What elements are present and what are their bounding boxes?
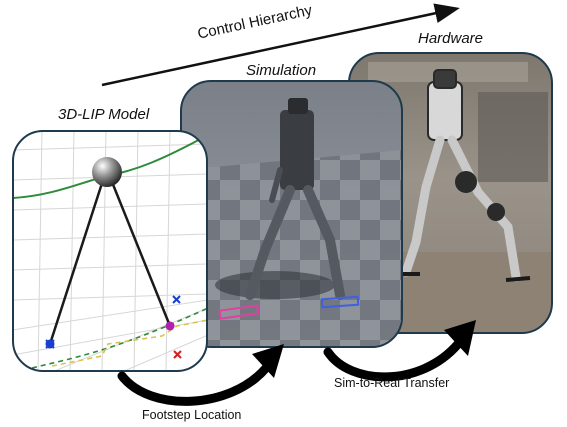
footstep-arrowhead <box>252 344 284 378</box>
lip-panel-title: 3D-LIP Model <box>58 106 150 123</box>
pendulum-mass <box>92 157 122 187</box>
footstep-location-label: Footstep Location <box>142 408 242 422</box>
sim-to-real-arrow <box>323 339 463 382</box>
hardware-robot <box>398 69 531 282</box>
footstep-arrow <box>117 363 271 406</box>
hardware-panel-title: Hardware <box>418 30 484 47</box>
sim-to-real-arrowhead <box>444 320 476 356</box>
simulation-panel-title: Simulation <box>246 62 317 79</box>
lip-panel <box>12 130 208 372</box>
target-blue-x-marker <box>172 295 181 304</box>
target-red-x-marker <box>173 350 182 359</box>
simulation-robot <box>245 98 345 300</box>
simulation-panel <box>180 80 403 348</box>
swing-foot-marker <box>165 321 175 331</box>
sim-to-real-label: Sim-to-Real Transfer <box>334 376 450 390</box>
